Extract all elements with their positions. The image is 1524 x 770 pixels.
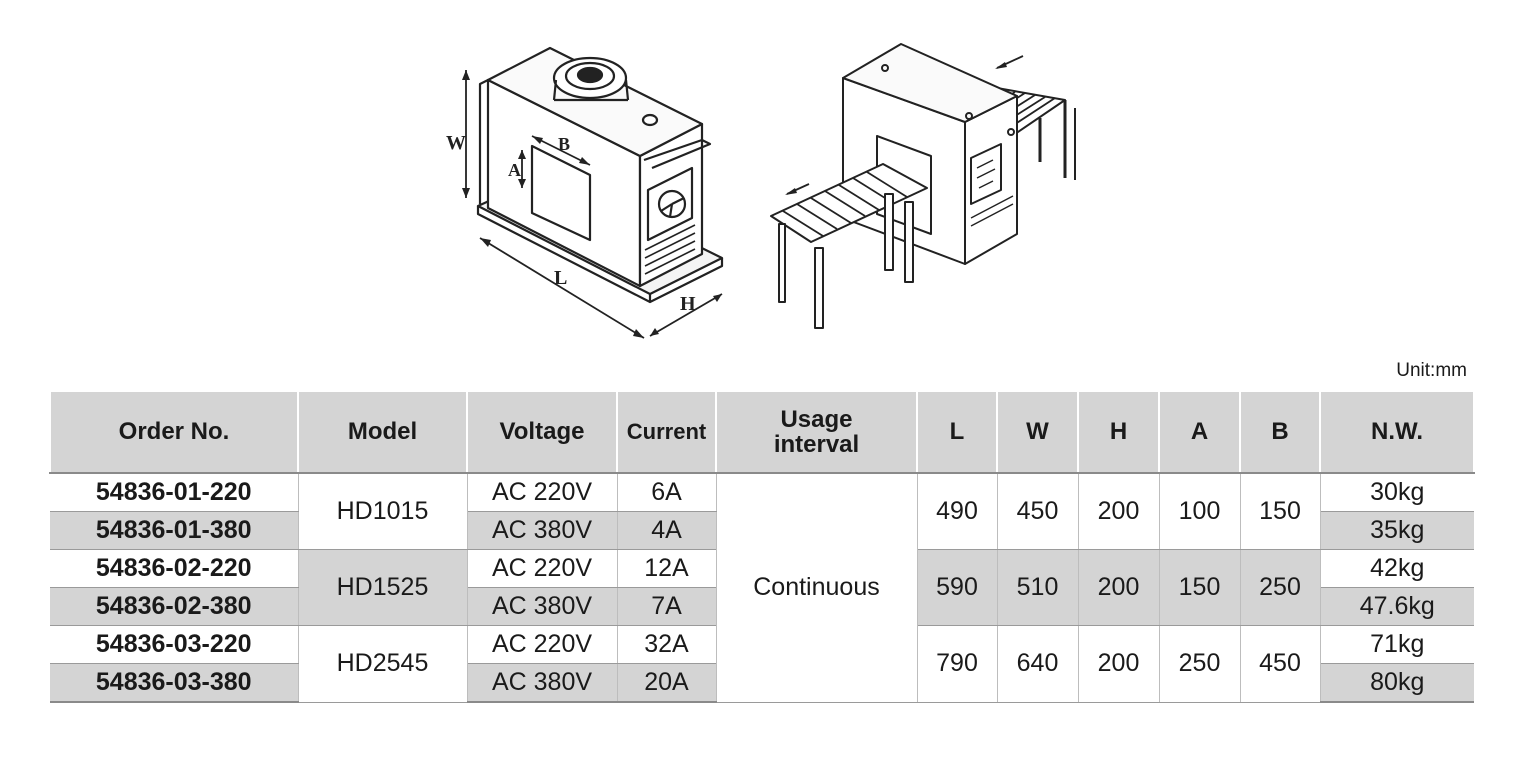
voltage-cell: AC 220V [466, 473, 618, 512]
voltage-cell: AC 380V [466, 663, 618, 703]
header-usage-line1: Usage [780, 406, 853, 433]
header-h: H [1077, 392, 1160, 474]
model-cell: HD1015 [297, 473, 468, 550]
dimension-label-a: A [508, 160, 521, 180]
table-row: 54836-02-220 HD1525 AC 220V 12A 590 510 … [50, 549, 1474, 626]
a-cell: 250 [1158, 625, 1241, 703]
order-no-cell: 54836-03-220 [50, 625, 299, 664]
table-row: 54836-01-380 AC 380V 4A 35kg [50, 511, 1474, 550]
dimension-label-w: W [446, 132, 466, 154]
order-no-cell: 54836-02-220 [50, 549, 299, 588]
current-cell: 32A [616, 625, 717, 664]
order-no-cell: 54836-01-380 [50, 511, 299, 550]
a-cell: 150 [1158, 549, 1241, 626]
table-row: 54836-03-220 HD2545 AC 220V 32A 790 640 … [50, 625, 1474, 703]
header-nw: N.W. [1319, 392, 1475, 474]
nw-cell: 35kg [1319, 511, 1474, 550]
header-current: Current [616, 392, 717, 474]
b-cell: 450 [1239, 625, 1321, 703]
order-no-cell: 54836-02-380 [50, 587, 299, 626]
model-cell: HD1525 [297, 549, 468, 626]
l-cell: 590 [916, 549, 998, 626]
w-cell: 640 [996, 625, 1079, 703]
header-model: Model [297, 392, 468, 474]
nw-cell: 71kg [1319, 625, 1474, 664]
b-cell: 250 [1239, 549, 1321, 626]
current-cell: 4A [616, 511, 717, 550]
l-cell: 490 [916, 473, 998, 550]
voltage-cell: AC 220V [466, 625, 618, 664]
table-header-row: Order No. Model Voltage Current Usage in… [49, 392, 1475, 474]
nw-cell: 30kg [1319, 473, 1474, 512]
unit-note: Unit:mm [1396, 360, 1467, 381]
current-cell: 12A [616, 549, 717, 588]
table-row: 54836-02-380 AC 380V 7A 47.6kg [50, 587, 1474, 626]
h-cell: 200 [1077, 625, 1160, 703]
header-order-no: Order No. [49, 392, 299, 474]
table-row: 54836-01-220 HD1015 AC 220V 6A Continuou… [50, 473, 1474, 703]
machine-dimension-drawing: W A B L H [440, 28, 740, 343]
order-no-cell: 54836-03-380 [50, 663, 299, 703]
dimension-label-h: H [680, 293, 696, 315]
w-cell: 450 [996, 473, 1079, 550]
table-row: 54836-03-380 AC 380V 20A 80kg [50, 663, 1474, 703]
current-cell: 6A [616, 473, 717, 512]
header-w: W [996, 392, 1079, 474]
voltage-cell: AC 380V [466, 587, 618, 626]
header-usage-line2: interval [773, 431, 860, 458]
conveyor-installation-drawing [765, 38, 1095, 338]
b-cell: 150 [1239, 473, 1321, 550]
header-a: A [1158, 392, 1241, 474]
dimension-label-l: L [554, 267, 567, 289]
nw-cell: 80kg [1319, 663, 1474, 703]
specification-table: Order No. Model Voltage Current Usage in… [49, 392, 1475, 703]
header-usage-interval: Usage interval [715, 392, 918, 474]
nw-cell: 42kg [1319, 549, 1474, 588]
nw-cell: 47.6kg [1319, 587, 1474, 626]
current-cell: 20A [616, 663, 717, 703]
current-cell: 7A [616, 587, 717, 626]
h-cell: 200 [1077, 549, 1160, 626]
a-cell: 100 [1158, 473, 1241, 550]
header-b: B [1239, 392, 1321, 474]
usage-interval-cell: Continuous [715, 473, 918, 703]
dimension-label-b: B [558, 134, 570, 154]
model-cell: HD2545 [297, 625, 468, 703]
header-l: L [916, 392, 998, 474]
order-no-cell: 54836-01-220 [50, 473, 299, 512]
voltage-cell: AC 220V [466, 549, 618, 588]
l-cell: 790 [916, 625, 998, 703]
h-cell: 200 [1077, 473, 1160, 550]
voltage-cell: AC 380V [466, 511, 618, 550]
w-cell: 510 [996, 549, 1079, 626]
header-voltage: Voltage [466, 392, 618, 474]
